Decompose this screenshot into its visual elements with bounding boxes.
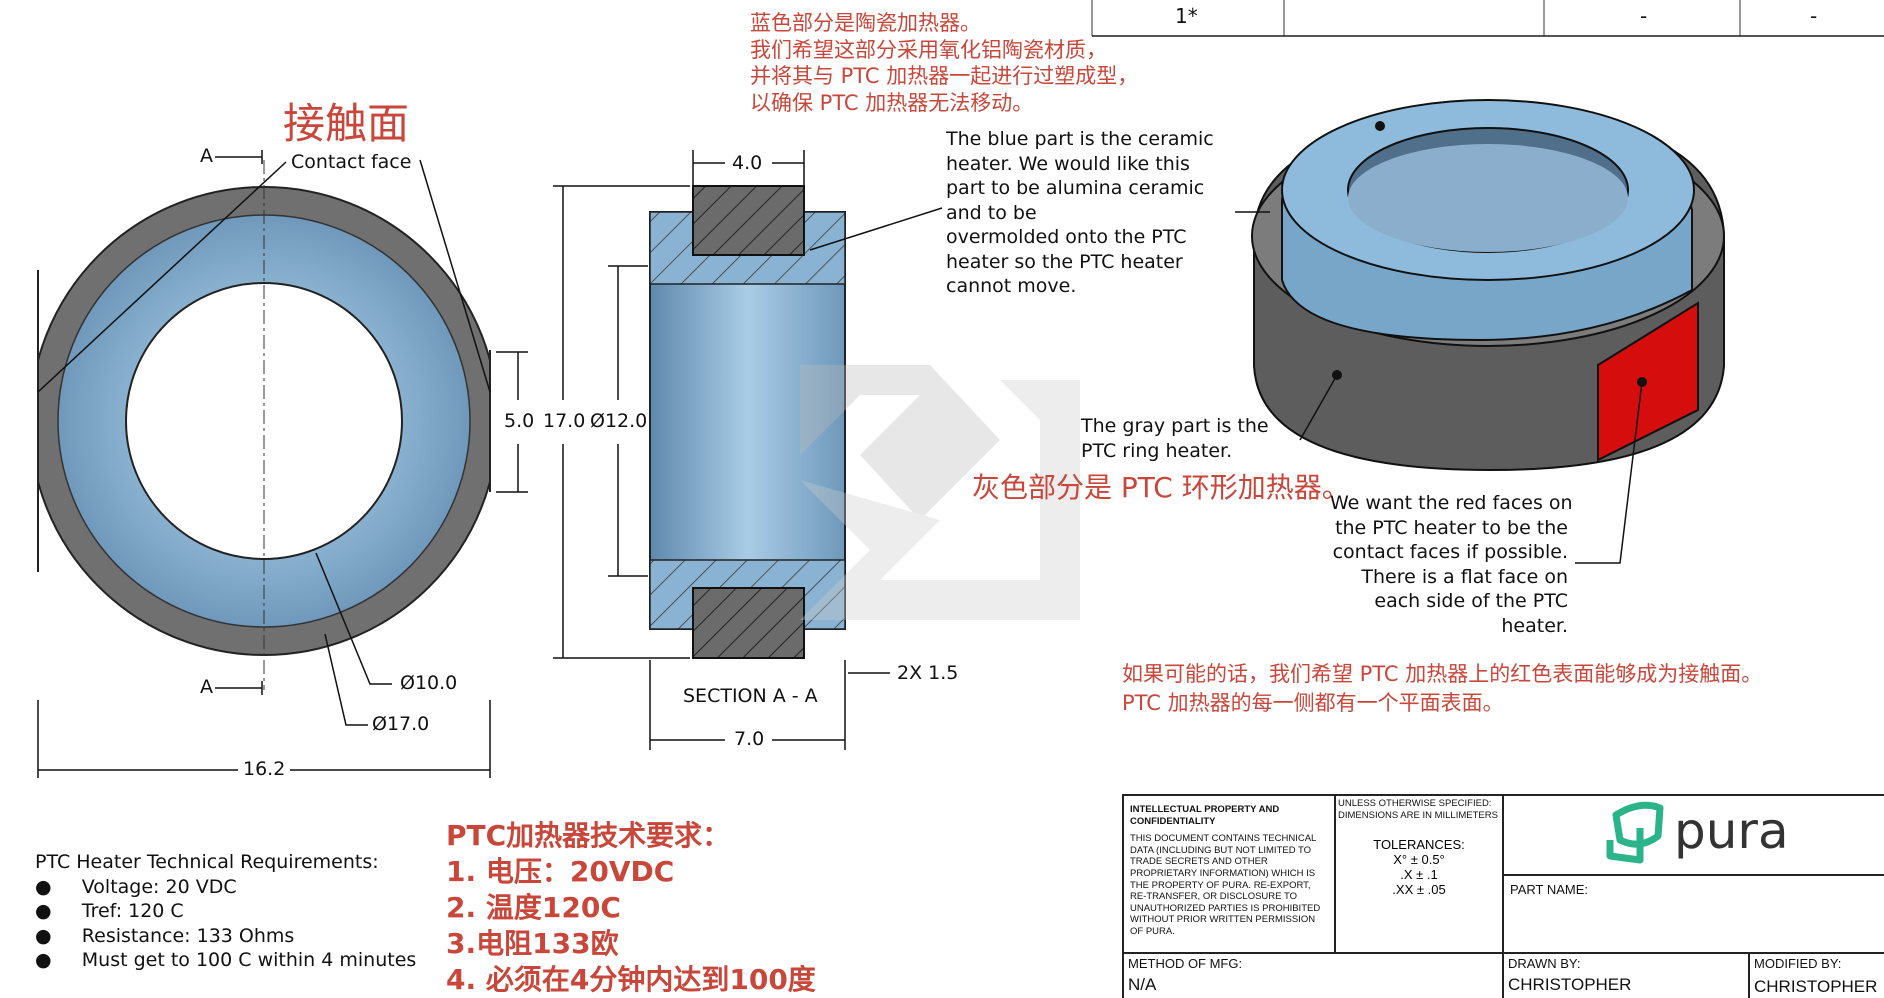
dim-overall-width: 16.2	[243, 758, 286, 780]
ip-title: INTELLECTUAL PROPERTY AND CONFIDENTIALIT…	[1130, 804, 1280, 827]
dim-inner-diameter: Ø10.0	[400, 672, 458, 694]
note-line: PTC 加热器的每一侧都有一个平面表面。	[1122, 691, 1504, 715]
requirements-title-cn: PTC加热器技术要求：	[446, 819, 731, 852]
requirement-item: ● Tref: 120 C	[35, 900, 184, 922]
tolerances-title: TOLERANCES:	[1373, 837, 1465, 853]
requirement-text: Must get to 100 C within 4 minutes	[81, 949, 417, 971]
section-view	[649, 185, 846, 659]
note-line: heater.	[1501, 614, 1568, 637]
note-line: heater. We would like this	[946, 152, 1190, 175]
note-line: the PTC heater to be the	[1335, 516, 1568, 539]
note-line: The blue part is the ceramic	[946, 128, 1214, 150]
dim-chamfer: 2X 1.5	[897, 662, 959, 684]
note-line: PTC ring heater.	[1081, 439, 1233, 462]
leader-lines	[37, 150, 528, 778]
requirements-en: PTC Heater Technical Requirements: ● Vol…	[35, 850, 416, 973]
drawn-by-value: CHRISTOPHER	[1508, 975, 1632, 994]
unless-specified: UNLESS OTHERWISE SPECIFIED: DIMENSIONS A…	[1338, 798, 1498, 821]
part-name-label: PART NAME:	[1510, 882, 1589, 897]
contact-face-title-cn: 接触面	[283, 99, 410, 148]
bom-item-number: 1*	[1175, 4, 1198, 28]
requirement-text: Resistance: 133 Ohms	[81, 924, 295, 947]
dim-section-width: 7.0	[734, 728, 765, 750]
modified-by-cell: MODIFIED BY: CHRISTOPHER	[1748, 952, 1884, 998]
drawn-by-label: DRAWN BY:	[1508, 956, 1581, 971]
tolerance-one-decimal: .X ± .1	[1400, 867, 1438, 883]
requirements-cn: PTC加热器技术要求： 1. 电压：20VDC 2. 温度120C 3.电阻13…	[446, 818, 816, 998]
section-mark-top: A	[200, 145, 213, 167]
bom-col4: -	[1810, 4, 1818, 28]
requirement-item-cn: 2. 温度120C	[446, 891, 621, 924]
note-red-cn: 如果可能的话，我们希望 PTC 加热器上的红色表面能够成为接触面。 PTC 加热…	[1122, 660, 1762, 718]
dim-outer-diameter: Ø17.0	[372, 713, 430, 735]
requirement-item: ● Voltage: 20 VDC	[35, 875, 237, 898]
bom-col3: -	[1640, 4, 1648, 28]
part-name-cell: PART NAME:	[1502, 874, 1884, 954]
ip-text: THIS DOCUMENT CONTAINS TECHNICAL DATA (I…	[1130, 833, 1321, 937]
note-line: 以确保 PTC 加热器无法移动。	[750, 90, 1034, 115]
method-value: N/A	[1128, 975, 1157, 994]
dim-insert-width: 4.0	[732, 152, 763, 174]
requirement-item-cn: 1. 电压：20VDC	[446, 855, 675, 888]
requirements-title: PTC Heater Technical Requirements:	[35, 851, 379, 873]
requirement-item: ● Must get to 100 C within 4 minutes	[35, 949, 417, 971]
requirement-item: ● Resistance: 133 Ohms	[35, 924, 295, 947]
note-line: 我们希望这部分采用氧化铝陶瓷材质，	[750, 37, 1107, 62]
note-line: The gray part is the	[1081, 415, 1269, 437]
note-red-en: We want the red faces on the PTC heater …	[1330, 491, 1573, 638]
note-gray-cn: 灰色部分是 PTC 环形加热器。	[972, 471, 1350, 504]
tolerance-angle: X° ± 0.5°	[1393, 852, 1445, 868]
section-caption: SECTION A - A	[683, 685, 818, 707]
brand-wordmark: pura	[1674, 802, 1789, 860]
modified-by-label: MODIFIED BY:	[1754, 956, 1842, 971]
note-line: part to be alumina ceramic	[946, 177, 1205, 199]
note-line: 并将其与 PTC 加热器一起进行过塑成型，	[750, 64, 1139, 88]
requirement-text: Voltage: 20 VDC	[81, 875, 237, 898]
note-blue-en: The blue part is the ceramic heater. We …	[946, 127, 1214, 299]
note-line: We want the red faces on	[1330, 492, 1573, 514]
note-line: heater so the PTC heater	[946, 250, 1183, 273]
tolerance-two-decimal: .XX ± .05	[1392, 882, 1446, 898]
note-line: each side of the PTC	[1374, 590, 1568, 612]
section-mark-bottom: A	[200, 676, 213, 698]
note-line: contact faces if possible.	[1332, 541, 1568, 563]
tolerances-cell: UNLESS OTHERWISE SPECIFIED: DIMENSIONS A…	[1334, 794, 1504, 954]
logo-cell: pura	[1502, 794, 1884, 876]
contact-face-label: Contact face	[291, 151, 412, 173]
note-line: overmolded onto the PTC	[946, 226, 1187, 248]
bom-table	[1091, 0, 1884, 37]
callout-leaders	[1235, 211, 1643, 564]
drawn-by-cell: DRAWN BY: CHRISTOPHER	[1502, 952, 1750, 998]
note-line: cannot move.	[946, 275, 1077, 297]
requirement-text: Tref: 120 C	[81, 900, 184, 922]
method-label: METHOD OF MFG:	[1128, 956, 1243, 971]
dim-flat: 5.0	[504, 410, 535, 432]
note-line: and to be	[946, 201, 1037, 224]
ip-notice-cell: INTELLECTUAL PROPERTY AND CONFIDENTIALIT…	[1122, 794, 1336, 954]
note-gray-en: The gray part is the PTC ring heater.	[1081, 414, 1269, 463]
watermark-logo	[800, 365, 1080, 620]
pura-logo-icon	[1606, 801, 1664, 864]
note-line: 蓝色部分是陶瓷加热器。	[750, 11, 981, 35]
dim-height: 17.0	[543, 410, 586, 432]
dim-bore: Ø12.0	[590, 410, 648, 432]
note-blue-cn: 蓝色部分是陶瓷加热器。 我们希望这部分采用氧化铝陶瓷材质， 并将其与 PTC 加…	[750, 10, 1138, 116]
note-line: 如果可能的话，我们希望 PTC 加热器上的红色表面能够成为接触面。	[1122, 662, 1763, 686]
requirement-item-cn: 4. 必须在4分钟内达到100度	[446, 963, 816, 996]
modified-by-value: CHRISTOPHER	[1754, 977, 1878, 996]
section-dimension-lines	[553, 150, 943, 750]
requirement-item-cn: 3.电阻133欧	[446, 927, 619, 960]
method-cell: METHOD OF MFG: N/A	[1122, 952, 1504, 998]
note-line: There is a flat face on	[1361, 565, 1568, 588]
isometric-view	[1251, 99, 1725, 472]
